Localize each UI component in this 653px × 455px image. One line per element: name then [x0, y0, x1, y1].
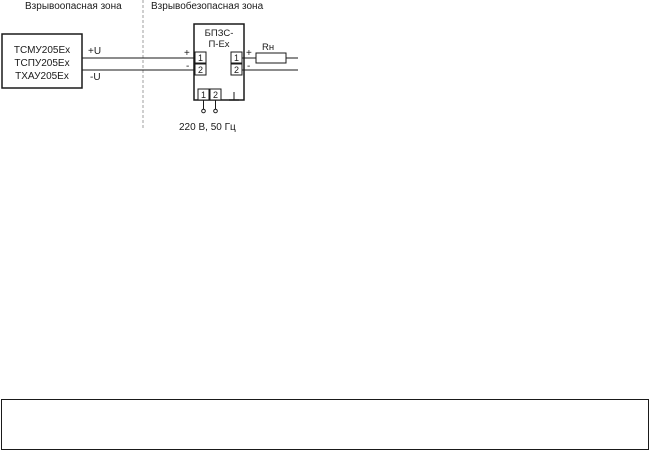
output-terminal-1-number: 1: [234, 53, 239, 63]
load-resistor-label: Rн: [262, 42, 274, 53]
input-terminal-2-number: 2: [198, 65, 203, 75]
power-terminal-2-number: 2: [213, 90, 218, 100]
power-contact-2: [213, 108, 218, 114]
power-supply-label: 220 В, 50 Гц: [179, 122, 236, 133]
power-terminal-1-number: 1: [201, 90, 206, 100]
load-resistor: [255, 52, 287, 64]
sensor-model-2: ТСПУ205Ех: [14, 58, 69, 69]
ground-icon: [229, 92, 239, 101]
input-terminal-1-number: 1: [198, 53, 203, 63]
sensor-model-3: ТХАУ205Ех: [15, 71, 69, 82]
hazardous-zone-label: Взрывоопасная зона: [25, 1, 122, 12]
wiring-diagram: Взрывоопасная зона Взрывобезопасная зона…: [1, 0, 298, 133]
input-plus-sign: +: [184, 48, 190, 59]
barrier-title-line2: П-Ех: [208, 39, 229, 50]
sensor-model-1: ТСМУ205Ех: [14, 45, 70, 56]
barrier-title-line1: БПЗС-: [205, 28, 234, 39]
power-contact-1: [201, 108, 206, 114]
input-terminal-1: [194, 51, 207, 64]
output-terminal-2-number: 2: [234, 65, 239, 75]
note-frame: [1, 399, 649, 450]
output-plus-sign: +: [246, 48, 252, 59]
input-minus-sign: -: [186, 61, 189, 72]
output-minus-sign: -: [247, 61, 250, 72]
sensor-box: [1, 33, 83, 89]
plus-wire-label: +U: [88, 46, 101, 57]
minus-wire-label: -U: [90, 72, 101, 83]
input-terminal-2: [194, 63, 207, 76]
safe-zone-label: Взрывобезопасная зона: [151, 0, 264, 12]
